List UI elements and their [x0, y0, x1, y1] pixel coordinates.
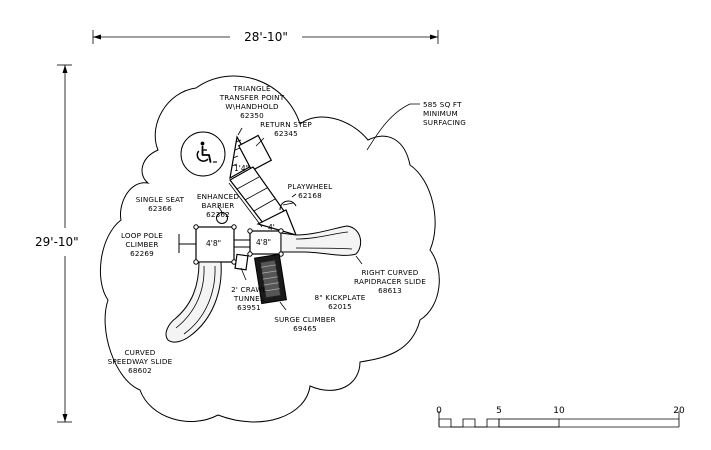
right-slide-label-1: RIGHT CURVED: [361, 268, 418, 277]
single-seat-label: SINGLE SEAT: [136, 195, 185, 204]
triangle-label-2: TRANSFER POINT: [219, 93, 285, 102]
scale-tick-5: 5: [496, 406, 502, 416]
width-dimension-label: 28'-10": [244, 30, 288, 44]
width-dimension: 28'-10": [92, 30, 439, 44]
surge-code: 69465: [293, 324, 317, 333]
triangle-transfer-point: 1'4": [229, 134, 273, 180]
barrier-label-1: ENHANCED: [197, 192, 240, 201]
barrier-code: 62362: [206, 210, 230, 219]
top-platform-height: 1'4": [234, 164, 249, 173]
tunnel-label-1: 2' CRAWL: [231, 285, 267, 294]
left-deck: 4'8": [193, 224, 250, 265]
surge-climber: [253, 253, 288, 305]
loop-pole-code: 62269: [130, 249, 154, 258]
component-labels: TRIANGLE TRANSFER POINT W\HANDHOLD 62350…: [108, 84, 466, 375]
leader-lines: [217, 127, 363, 311]
wheelchair-accessibility-icon: [180, 131, 226, 177]
playwheel: [279, 200, 297, 211]
crawl-tunnel: [234, 253, 249, 271]
surge-label: SURGE CLIMBER: [274, 315, 336, 324]
right-slide-code: 68613: [378, 286, 402, 295]
return-step-code: 62345: [274, 129, 298, 138]
scale-bar: 0 5 10 20: [436, 406, 685, 428]
surfacing-label-3: SURFACING: [423, 118, 466, 127]
triangle-label-1: TRIANGLE: [232, 84, 271, 93]
scale-tick-10: 10: [553, 406, 565, 416]
mid-platform-height: 4': [268, 223, 275, 232]
surfacing-boundary: [99, 75, 440, 423]
surfacing-leader: [366, 103, 420, 151]
tunnel-code: 63951: [237, 303, 261, 312]
height-dimension: 29'-10": [35, 64, 79, 423]
curved-slide-label-1: CURVED: [124, 348, 155, 357]
right-curved-slide: [280, 225, 362, 256]
curved-slide-label-2: SPEEDWAY SLIDE: [108, 357, 173, 366]
loop-pole-label-1: LOOP POLE: [121, 231, 163, 240]
center-deck: 4'8": [247, 228, 284, 257]
single-seat: [216, 212, 228, 224]
center-platform-height: 4'8": [256, 238, 271, 247]
loop-pole-climber: [178, 234, 196, 253]
kickplate-code: 62015: [328, 302, 352, 311]
surfacing-label-2: MINIMUM: [423, 109, 458, 118]
barrier-label-2: BARRIER: [202, 201, 235, 210]
curved-slide-code: 68602: [128, 366, 152, 375]
loop-pole-label-2: CLIMBER: [125, 240, 158, 249]
triangle-code: 62350: [240, 111, 264, 120]
tunnel-label-2: TUNNEL: [233, 294, 264, 303]
return-step-label: RETURN STEP: [260, 120, 312, 129]
right-slide-label-2: RAPIDRACER SLIDE: [354, 277, 426, 286]
playwheel-label: PLAYWHEEL: [288, 182, 333, 191]
single-seat-code: 62366: [148, 204, 172, 213]
scale-tick-20: 20: [673, 406, 685, 416]
scale-tick-0: 0: [436, 406, 442, 416]
mid-deck: 4': [256, 209, 298, 236]
playwheel-code: 62168: [298, 191, 322, 200]
triangle-label-3: W\HANDHOLD: [225, 102, 279, 111]
kickplate-label: 8" KICKPLATE: [315, 293, 366, 302]
height-dimension-label: 29'-10": [35, 235, 79, 249]
left-platform-height: 4'8": [206, 239, 221, 248]
curved-speedway-slide: [165, 261, 222, 343]
surfacing-label-1: 585 SQ FT: [423, 100, 462, 109]
